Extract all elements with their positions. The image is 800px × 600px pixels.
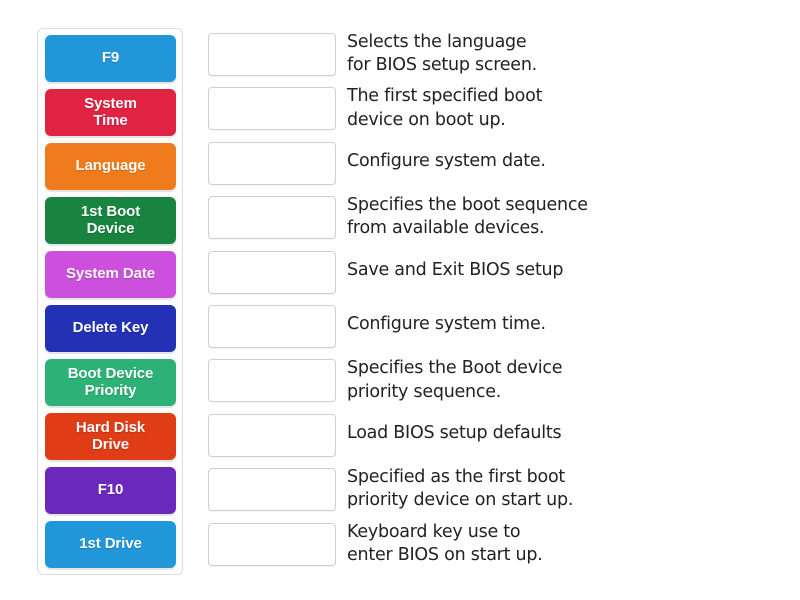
prompt-row: Specifies the boot sequence from availab…: [208, 193, 778, 247]
answer-dropzone[interactable]: [208, 33, 336, 76]
prompt-description: Load BIOS setup defaults: [347, 422, 562, 443]
answer-tile[interactable]: System Time: [45, 89, 176, 136]
answer-dropzone[interactable]: [208, 87, 336, 131]
prompt-description: Specifies the boot sequence from availab…: [347, 195, 588, 239]
prompt-rows-list: Selects the language for BIOS setup scre…: [208, 30, 778, 574]
answer-tile[interactable]: 1st Drive: [45, 521, 176, 568]
prompt-row: Save and Exit BIOS setup: [208, 248, 778, 302]
prompt-description: Specifies the Boot device priority seque…: [347, 358, 563, 402]
prompt-row: Specified as the first boot priority dev…: [208, 465, 778, 519]
answer-tile[interactable]: Boot Device Priority: [45, 359, 176, 406]
answer-dropzone[interactable]: [208, 141, 336, 185]
prompt-description: The first specified boot device on boot …: [347, 86, 543, 130]
prompt-row: Selects the language for BIOS setup scre…: [208, 30, 778, 84]
answer-tile[interactable]: Hard Disk Drive: [45, 413, 176, 460]
prompt-row: Keyboard key use to enter BIOS on start …: [208, 520, 778, 574]
prompt-row: Configure system time.: [208, 302, 778, 356]
answer-tile[interactable]: Delete Key: [45, 305, 176, 352]
prompt-row: Configure system date.: [208, 139, 778, 193]
prompt-description: Keyboard key use to enter BIOS on start …: [347, 521, 543, 565]
answer-dropzone[interactable]: [208, 359, 336, 403]
prompt-row: The first specified boot device on boot …: [208, 84, 778, 138]
answer-dropzone[interactable]: [208, 250, 336, 294]
answer-dropzone[interactable]: [208, 304, 336, 348]
answer-dropzone[interactable]: [208, 522, 336, 566]
answer-tile[interactable]: 1st Boot Device: [45, 197, 176, 244]
prompt-description: Configure system date.: [347, 150, 546, 171]
prompt-description: Specified as the first boot priority dev…: [347, 467, 574, 511]
answer-tile[interactable]: Language: [45, 143, 176, 190]
prompt-row: Specifies the Boot device priority seque…: [208, 356, 778, 410]
answer-tile[interactable]: System Date: [45, 251, 176, 298]
prompt-row: Load BIOS setup defaults: [208, 411, 778, 465]
answer-dropzone[interactable]: [208, 196, 336, 240]
answer-dropzone[interactable]: [208, 468, 336, 512]
prompt-description: Configure system time.: [347, 313, 546, 334]
answer-tile[interactable]: F9: [45, 35, 176, 82]
prompt-description: Save and Exit BIOS setup: [347, 259, 564, 280]
prompt-description: Selects the language for BIOS setup scre…: [347, 32, 537, 76]
answer-tile[interactable]: F10: [45, 467, 176, 514]
answer-dropzone[interactable]: [208, 413, 336, 457]
